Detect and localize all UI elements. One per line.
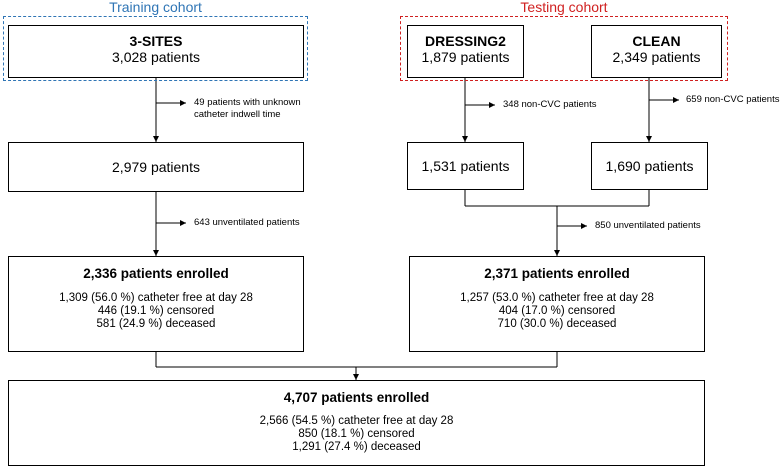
total-catheter-free: 2,566 (54.5 %) catheter free at day 28 [259, 415, 454, 427]
exclusion-unventilated-training: 643 unventilated patients [194, 217, 300, 228]
training-cohort-label: Training cohort [109, 0, 202, 15]
enrolled-catheter-free: 1,309 (56.0 %) catheter free at day 28 [59, 292, 253, 304]
enrolled-title: 2,371 patients enrolled [484, 266, 630, 281]
training-cohort-frame [3, 16, 308, 81]
box-clean: CLEAN 2,349 patients [591, 25, 722, 78]
exclusion-unventilated-testing: 850 unventilated patients [595, 220, 701, 231]
exclusion-line-2: catheter indwell time [194, 109, 281, 120]
training-after-count: 2,979 patients [112, 159, 200, 175]
testing-cohort-frame [400, 16, 728, 81]
enrolled-deceased: 710 (30.0 %) deceased [497, 318, 617, 330]
exclusion-line-1: 49 patients with unknown [194, 97, 301, 108]
enrolled-deceased: 581 (24.9 %) deceased [96, 318, 216, 330]
source-name: 3-SITES [129, 33, 183, 49]
total-title: 4,707 patients enrolled [283, 390, 430, 405]
clean-count: 2,349 patients [612, 49, 701, 65]
box-training-enrolled: 2,336 patients enrolled 1,309 (56.0 %) c… [8, 256, 304, 352]
box-3-sites: 3-SITES 3,028 patients [8, 25, 304, 78]
enrolled-catheter-free: 1,257 (53.0 %) catheter free at day 28 [460, 292, 654, 304]
exclusion-unknown-indwell: 49 patients with unknown catheter indwel… [194, 97, 301, 121]
enrolled-censored: 404 (17.0 %) censored [498, 305, 616, 317]
box-training-after-1: 2,979 patients [8, 142, 304, 192]
exclusion-dressing2-non-cvc: 348 non-CVC patients [503, 99, 597, 110]
clean-name: CLEAN [632, 33, 681, 49]
enrolled-title: 2,336 patients enrolled [83, 266, 229, 281]
box-dressing2: DRESSING2 1,879 patients [407, 25, 524, 78]
clean-after-count: 1,690 patients [605, 158, 694, 174]
exclusion-clean-non-cvc: 659 non-CVC patients [686, 94, 780, 105]
total-censored: 850 (18.1 %) censored [298, 428, 415, 440]
box-dressing2-after: 1,531 patients [407, 142, 524, 190]
source-count: 3,028 patients [112, 49, 200, 65]
testing-cohort-label: Testing cohort [520, 0, 608, 15]
box-total-enrolled: 4,707 patients enrolled 2,566 (54.5 %) c… [8, 380, 705, 466]
dressing2-name: DRESSING2 [425, 33, 506, 49]
dressing2-after-count: 1,531 patients [421, 158, 510, 174]
dressing2-count: 1,879 patients [421, 49, 510, 65]
enrolled-censored: 446 (19.1 %) censored [97, 305, 215, 317]
total-deceased: 1,291 (27.4 %) deceased [292, 441, 421, 453]
box-testing-enrolled: 2,371 patients enrolled 1,257 (53.0 %) c… [409, 256, 705, 352]
box-clean-after: 1,690 patients [591, 142, 708, 190]
